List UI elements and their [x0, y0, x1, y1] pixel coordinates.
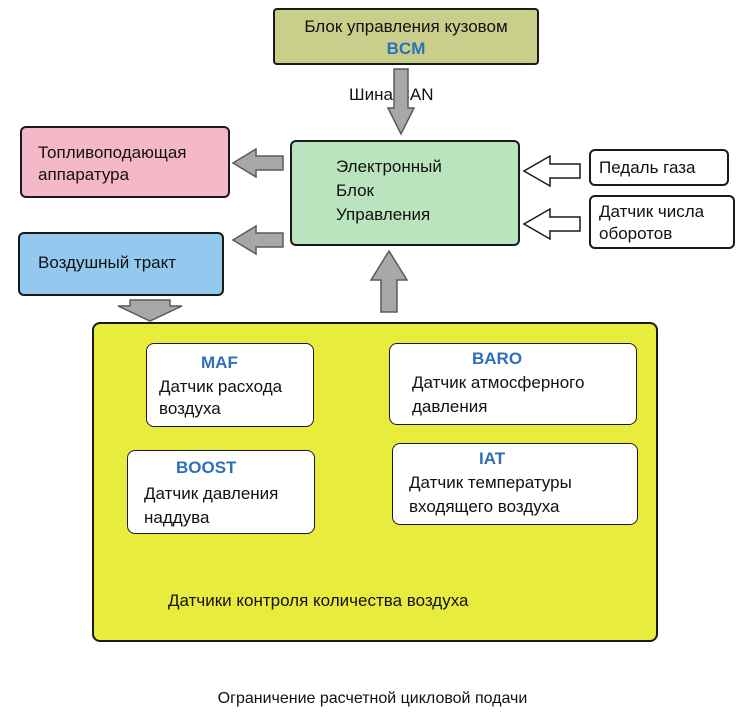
maf-line2: воздуха: [159, 399, 221, 418]
bcm-title: Блок управления кузовом: [304, 17, 508, 36]
fuel-equipment-block: Топливоподающая аппаратура: [20, 126, 230, 198]
air-path-label: Воздушный тракт: [38, 253, 177, 272]
rpm-line2: оборотов: [599, 224, 673, 243]
baro-line1: Датчик атмосферного: [412, 373, 585, 392]
baro-line2: давления: [412, 397, 488, 416]
ecu-to-air-arrow: [231, 224, 284, 256]
baro-abbr: BARO: [472, 349, 523, 368]
iat-sensor-card: IAT Датчик температуры входящего воздуха: [392, 443, 638, 525]
rpm-line1: Датчик числа: [599, 202, 705, 221]
gas-pedal-label: Педаль газа: [599, 158, 696, 177]
ecu-block: Электронный Блок Управления: [290, 140, 520, 246]
fuel-line2: аппаратура: [38, 165, 130, 184]
rpm-sensor-block: Датчик числа оборотов: [589, 195, 735, 249]
air-sensors-group-label: Датчики контроля количества воздуха: [168, 591, 469, 610]
maf-abbr: MAF: [201, 353, 238, 372]
ecu-to-fuel-arrow: [231, 147, 284, 179]
maf-line1: Датчик расхода: [159, 377, 283, 396]
rpm-to-ecu-arrow: [522, 207, 581, 241]
maf-sensor-card: MAF Датчик расхода воздуха: [146, 343, 314, 427]
boost-line2: наддува: [144, 508, 210, 527]
iat-line1: Датчик температуры: [409, 473, 572, 492]
air-path-block: Воздушный тракт: [18, 232, 224, 296]
ecu-line3: Управления: [336, 205, 431, 224]
gas-pedal-block: Педаль газа: [589, 149, 729, 186]
iat-line2: входящего воздуха: [409, 497, 560, 516]
pedal-to-ecu-arrow: [522, 154, 581, 188]
fuel-line1: Топливоподающая: [38, 143, 187, 162]
boost-line1: Датчик давления: [144, 484, 279, 503]
can-bus-label: Шина CAN: [349, 85, 434, 104]
figure-caption: Ограничение расчетной цикловой подачи: [217, 690, 528, 707]
ecu-line1: Электронный: [336, 157, 442, 176]
boost-abbr: BOOST: [176, 458, 237, 477]
bcm-abbr: BCM: [386, 39, 426, 58]
sensors-to-ecu-arrow: [369, 249, 409, 313]
air-to-sensors-arrow: [117, 299, 183, 322]
boost-sensor-card: BOOST Датчик давления наддува: [127, 450, 315, 534]
iat-abbr: IAT: [479, 449, 506, 468]
can-bus-arrow: [386, 68, 416, 136]
ecu-line2: Блок: [336, 181, 374, 200]
baro-sensor-card: BARO Датчик атмосферного давления: [389, 343, 637, 425]
bcm-block: Блок управления кузовом BCM: [273, 8, 539, 65]
